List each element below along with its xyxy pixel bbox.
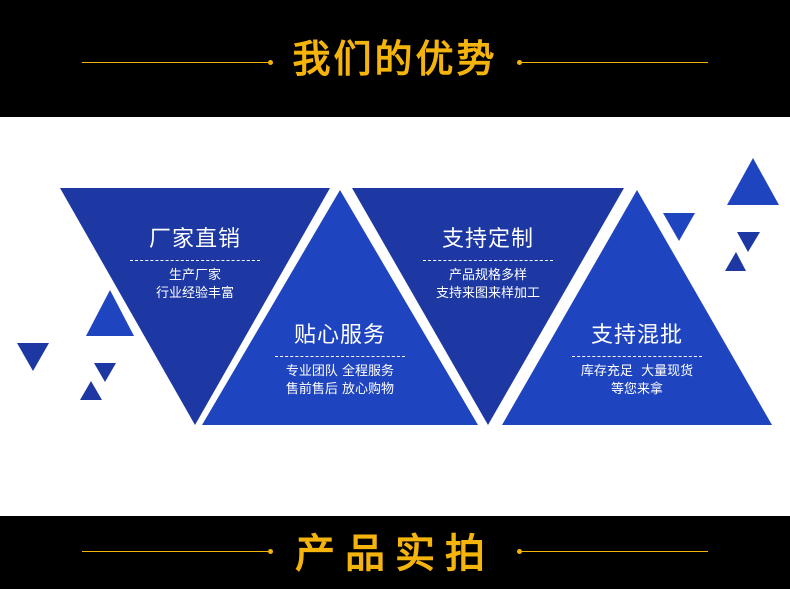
- card-custom: 支持定制 产品规格多样 支持来图来样加工: [388, 226, 588, 303]
- section-title-advantages: 我们的优势: [292, 37, 498, 81]
- header-dot-left: [268, 60, 273, 65]
- card-line: 行业经验丰富: [155, 286, 234, 301]
- footer-dot-left: [268, 549, 273, 554]
- card-triangle-mixed-batch: [502, 190, 772, 425]
- header-rule-right: [522, 62, 708, 63]
- card-line: 生产厂家: [168, 268, 221, 283]
- decor-triangle-down: [663, 213, 695, 241]
- card-line: 支持来图来样加工: [435, 286, 540, 301]
- footer-rule-left: [82, 551, 268, 552]
- decor-triangle-down: [94, 363, 116, 382]
- section-title-product-photos: 产品实拍: [295, 531, 495, 577]
- card-divider: [572, 356, 702, 357]
- header-rule-left: [82, 62, 268, 63]
- decor-triangle-up: [86, 290, 134, 336]
- card-factory-direct: 厂家直销 生产厂家 行业经验丰富: [95, 226, 295, 303]
- card-title: 厂家直销: [148, 227, 241, 252]
- header-band: [0, 0, 790, 117]
- card-title: 贴心服务: [293, 323, 386, 348]
- decor-triangle-up: [80, 381, 102, 400]
- card-line: 等您来拿: [610, 382, 663, 397]
- card-line: 库存充足 大量现货: [580, 364, 694, 379]
- card-line: 专业团队 全程服务: [285, 364, 395, 379]
- card-triangle-custom: [352, 188, 624, 425]
- card-title: 支持混批: [590, 323, 683, 348]
- decor-triangle-down: [17, 343, 49, 371]
- card-line: 售前售后 放心购物: [285, 382, 395, 397]
- card-line: 产品规格多样: [448, 268, 527, 283]
- card-title: 支持定制: [441, 227, 534, 252]
- card-triangle-service: [202, 190, 478, 425]
- decor-triangle-up: [727, 158, 779, 205]
- footer-dot-right: [517, 549, 522, 554]
- card-divider: [130, 260, 260, 261]
- header-dot-right: [517, 60, 522, 65]
- card-triangle-factory-direct: [60, 188, 330, 425]
- footer-band: [0, 516, 790, 589]
- card-mixed-batch: 支持混批 库存充足 大量现货 等您来拿: [537, 322, 737, 399]
- card-service: 贴心服务 专业团队 全程服务 售前售后 放心购物: [240, 322, 440, 399]
- card-divider: [275, 356, 405, 357]
- decor-triangle-down: [737, 232, 760, 252]
- card-divider: [423, 260, 553, 261]
- decor-triangle-up: [725, 252, 746, 271]
- footer-rule-right: [522, 551, 708, 552]
